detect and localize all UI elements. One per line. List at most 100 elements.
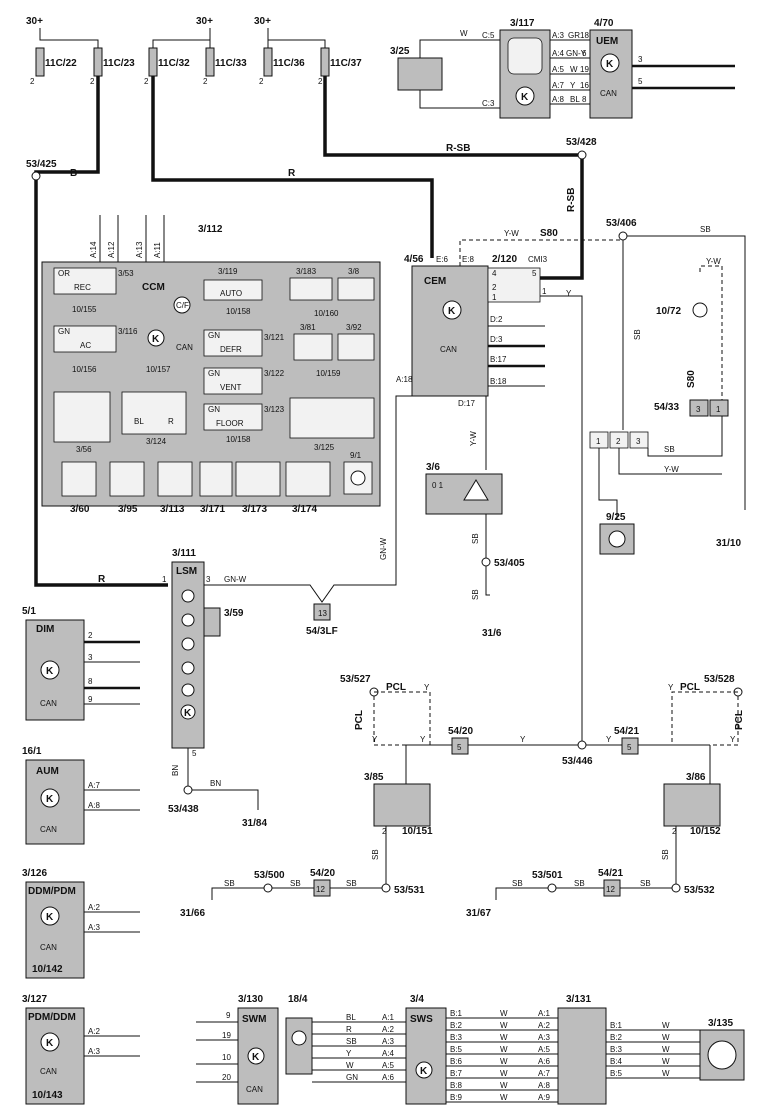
svg-text:1: 1 (162, 575, 167, 584)
svg-text:B:17: B:17 (490, 355, 507, 364)
svg-text:3/123: 3/123 (264, 405, 285, 414)
svg-text:Y: Y (668, 683, 674, 692)
svg-text:C/F: C/F (176, 301, 189, 310)
svg-text:3/117: 3/117 (510, 18, 535, 29)
svg-text:10: 10 (222, 1053, 231, 1062)
relay-2-120 (487, 267, 541, 303)
svg-text:A:11: A:11 (153, 242, 162, 258)
svg-text:B:7: B:7 (450, 1069, 463, 1078)
svg-text:E:8: E:8 (462, 255, 475, 264)
svg-text:53/425: 53/425 (26, 159, 57, 170)
svg-text:31/84: 31/84 (242, 818, 267, 829)
steering-section: 3/130 SWM K CAN 9 19 10 20 18/4 BL R SB … (196, 994, 745, 1105)
svg-text:31/10: 31/10 (716, 538, 741, 549)
svg-text:SB: SB (661, 849, 670, 860)
svg-text:3/124: 3/124 (146, 437, 167, 446)
svg-text:D:3: D:3 (490, 335, 503, 344)
svg-text:W: W (662, 1069, 670, 1078)
svg-text:3/127: 3/127 (22, 994, 47, 1005)
motor-3-113 (157, 461, 193, 497)
svg-text:GN: GN (208, 331, 220, 340)
svg-text:R: R (98, 574, 106, 585)
svg-text:VENT: VENT (220, 383, 241, 392)
svg-text:3/25: 3/25 (390, 46, 410, 57)
svg-text:A:13: A:13 (135, 241, 144, 258)
fuse-label-11c37: 11C/37 (330, 58, 362, 69)
svg-text:2: 2 (492, 283, 497, 292)
svg-text:5/1: 5/1 (22, 606, 36, 617)
svg-text:PCL: PCL (386, 682, 406, 693)
svg-text:3/95: 3/95 (118, 504, 138, 515)
switch-3-183 (289, 277, 333, 301)
svg-text:K: K (46, 1038, 54, 1049)
svg-text:A:4: A:4 (382, 1049, 395, 1058)
svg-text:5: 5 (638, 77, 643, 86)
svg-text:SB: SB (664, 445, 675, 454)
svg-text:W: W (662, 1057, 670, 1066)
svg-text:16: 16 (580, 81, 589, 90)
svg-text:10/143: 10/143 (32, 1090, 63, 1101)
svg-text:A:14: A:14 (89, 241, 98, 258)
svg-text:3/125: 3/125 (314, 443, 335, 452)
node-53-406 (618, 231, 628, 241)
svg-text:A:9: A:9 (538, 1093, 551, 1102)
switch-3-81 (293, 333, 333, 361)
svg-text:FLOOR: FLOOR (216, 419, 244, 428)
svg-text:Y: Y (372, 735, 378, 744)
svg-text:2: 2 (88, 631, 93, 640)
svg-text:10/142: 10/142 (32, 964, 63, 975)
svg-text:12: 12 (606, 885, 615, 894)
svg-text:Y: Y (570, 81, 576, 90)
svg-text:B:2: B:2 (450, 1021, 463, 1030)
svg-text:54/20: 54/20 (448, 726, 473, 737)
svg-text:K: K (152, 334, 160, 345)
svg-text:3/173: 3/173 (242, 504, 267, 515)
svg-text:SB: SB (700, 225, 711, 234)
svg-text:3/111: 3/111 (172, 548, 196, 559)
switch-defr (203, 329, 263, 357)
switch-3-8 (337, 277, 375, 301)
svg-text:GN: GN (58, 327, 70, 336)
left-modules: 5/1 DIM K CAN 2 3 8 9 16/1 AUM K CAN A:7… (22, 606, 140, 1105)
node-53-428 (577, 150, 587, 160)
svg-text:A:18: A:18 (396, 375, 413, 384)
svg-text:4/56: 4/56 (404, 254, 424, 265)
svg-text:9: 9 (88, 695, 93, 704)
fuse-label-11c36: 11C/36 (273, 58, 305, 69)
svg-text:18/4: 18/4 (288, 994, 308, 1005)
right-cluster: 53/406 SB SB Y-W 10/72 S80 54/33 3 1 1 2… (589, 218, 746, 555)
svg-text:CAN: CAN (176, 343, 193, 352)
svg-text:8: 8 (582, 95, 587, 104)
svg-text:8: 8 (88, 677, 93, 686)
svg-text:K: K (252, 1052, 260, 1063)
svg-text:4: 4 (492, 269, 497, 278)
svg-text:SB: SB (633, 329, 642, 340)
svg-text:31/66: 31/66 (180, 908, 205, 919)
svg-text:53/532: 53/532 (684, 885, 715, 896)
svg-text:A:2: A:2 (538, 1021, 551, 1030)
svg-text:A:6: A:6 (382, 1073, 395, 1082)
svg-text:A:5: A:5 (552, 65, 565, 74)
svg-text:10/152: 10/152 (690, 826, 721, 837)
svg-text:53/406: 53/406 (606, 218, 637, 229)
svg-text:3/56: 3/56 (76, 445, 92, 454)
svg-text:3/130: 3/130 (238, 994, 263, 1005)
svg-text:B:2: B:2 (610, 1033, 623, 1042)
fan-dial (53, 391, 111, 443)
svg-text:K: K (521, 92, 529, 103)
svg-text:SB: SB (371, 849, 380, 860)
fuse-label-11c33: 11C/33 (215, 58, 247, 69)
svg-text:AUM: AUM (36, 766, 59, 777)
svg-text:A:3: A:3 (538, 1033, 551, 1042)
hazard-switch: Y-W 3/6 0 1 SB 53/405 SB 31/6 (425, 396, 525, 639)
svg-text:0 1: 0 1 (432, 481, 444, 490)
svg-text:3/183: 3/183 (296, 267, 317, 276)
svg-text:5: 5 (532, 269, 537, 278)
module-3-117-display (507, 37, 543, 75)
svg-text:3/171: 3/171 (200, 504, 225, 515)
svg-text:20: 20 (222, 1073, 231, 1082)
svg-text:K: K (46, 666, 54, 677)
svg-text:R-SB: R-SB (446, 143, 470, 154)
svg-text:DEFR: DEFR (220, 345, 242, 354)
